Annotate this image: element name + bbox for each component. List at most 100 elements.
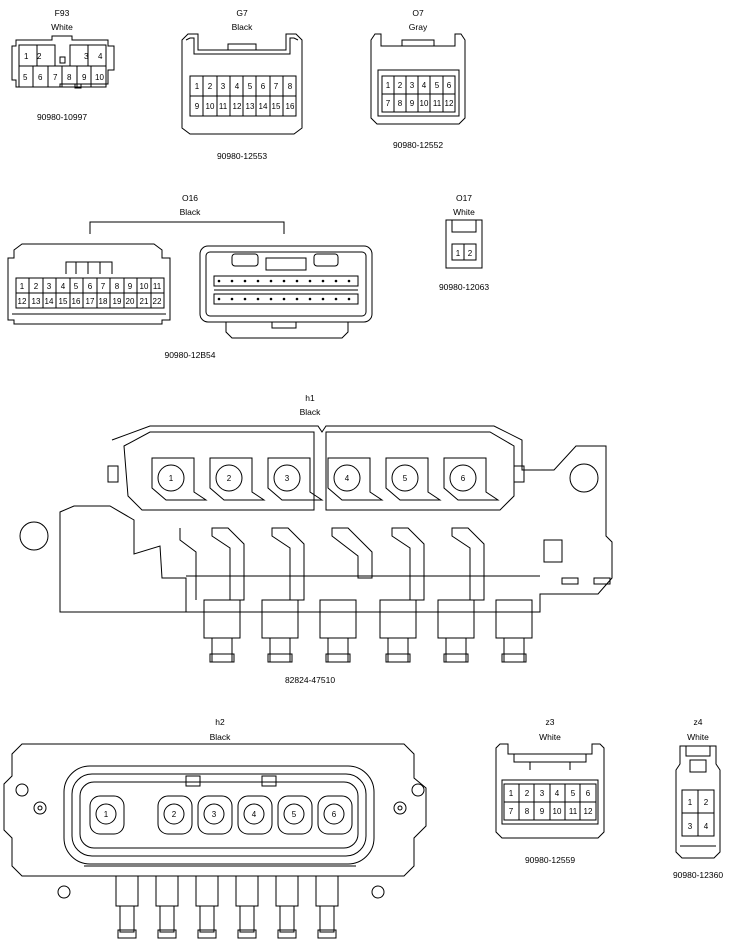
o16-pin-2: 2 [34,282,39,291]
g7-pin-3: 3 [221,82,226,91]
o17-pin-1: 1 [456,249,461,258]
h1-terminal-arms [179,527,485,601]
g7-name: G7 [236,8,248,18]
o16-pin-18: 18 [99,297,108,306]
g7-color: Black [232,22,254,32]
f93-pin-3: 3 [84,52,89,61]
h1-pin-bosses [151,457,500,501]
connector-o16: O16 Black 1 2 3 4 5 6 7 8 9 10 11 12 13 … [7,193,373,360]
h2-pin-6: 6 [332,810,337,819]
z4-pin-3: 3 [688,822,693,831]
connector-f93: F93 White 1 2 3 4 5 6 7 8 9 10 90980-109… [11,8,115,122]
f93-pin-7: 7 [53,73,58,82]
h1-pin-6: 6 [461,474,466,483]
h1-pin-2: 2 [227,474,232,483]
o16-pin-5: 5 [74,282,79,291]
o7-pin-2: 2 [398,81,403,90]
g7-pin-10: 10 [206,102,215,111]
z3-pin-4: 4 [555,789,560,798]
f93-color: White [51,22,73,32]
h2-name: h2 [215,717,225,727]
o7-pin-7: 7 [386,99,391,108]
h1-name: h1 [305,393,315,403]
o16-pin-8: 8 [115,282,120,291]
f93-pin-10: 10 [95,73,104,82]
h2-pin-bosses [89,795,353,835]
z3-pin-10: 10 [553,807,562,816]
o16-pin-20: 20 [126,297,135,306]
z3-color: White [539,732,561,742]
o7-name: O7 [412,8,424,18]
z3-pin-3: 3 [540,789,545,798]
f93-pin-8: 8 [67,73,72,82]
o7-pin-4: 4 [422,81,427,90]
h1-color: Black [300,407,322,417]
h1-terminal-sleeves [203,599,533,663]
z3-pin-2: 2 [525,789,530,798]
o16-pin-4: 4 [61,282,66,291]
g7-pin-2: 2 [208,82,213,91]
o16-pin-13: 13 [32,297,41,306]
h1-pin-1: 1 [169,474,174,483]
g7-pin-15: 15 [272,102,281,111]
o16-pin-21: 21 [140,297,149,306]
f93-part: 90980-10997 [37,112,87,122]
connector-z3: z3 White 1 2 3 4 5 6 7 8 9 10 11 12 9098… [495,717,605,865]
o16-pin-17: 17 [86,297,95,306]
o7-pin-6: 6 [447,81,452,90]
o16-pin-7: 7 [101,282,106,291]
o16-pin-15: 15 [59,297,68,306]
connector-o7: O7 Gray 1 2 3 4 5 6 7 8 9 10 11 12 90980… [370,8,466,150]
h1-pin-5: 5 [403,474,408,483]
g7-pin-5: 5 [248,82,253,91]
connector-h1: h1 Black 1 2 3 4 5 6 [19,393,613,685]
o16-pin-16: 16 [72,297,81,306]
z3-pin-7: 7 [509,807,514,816]
f93-pin-9: 9 [82,73,87,82]
o17-color: White [453,207,475,217]
g7-pin-11: 11 [219,102,228,111]
h2-pin-1: 1 [104,810,109,819]
f93-pin-4: 4 [98,52,103,61]
o16-pin-12: 12 [18,297,27,306]
f93-name: F93 [55,8,70,18]
h1-part: 82824-47510 [285,675,335,685]
o7-pin-5: 5 [435,81,440,90]
g7-pin-7: 7 [274,82,279,91]
z4-part: 90980-12360 [673,870,723,880]
z3-pin-12: 12 [584,807,593,816]
z3-pin-11: 11 [569,807,578,816]
connector-z4: z4 White 1 2 3 4 90980-12360 [673,717,723,880]
h2-pin-4: 4 [252,810,257,819]
o16-part: 90980-12B54 [164,350,215,360]
z3-pin-9: 9 [540,807,545,816]
o7-pin-12: 12 [445,99,454,108]
g7-pin-16: 16 [286,102,295,111]
h2-pin-3: 3 [212,810,217,819]
h1-pin-4: 4 [345,474,350,483]
o7-pin-3: 3 [410,81,415,90]
o16-name: O16 [182,193,198,203]
o7-pin-11: 11 [433,99,442,108]
g7-pin-1: 1 [195,82,200,91]
connector-o17: O17 White 1 2 90980-12063 [439,193,489,292]
o16-socket-dots [217,279,351,301]
o16-pin-9: 9 [128,282,133,291]
f93-pin-5: 5 [23,73,28,82]
z4-color: White [687,732,709,742]
h1-pin-3: 3 [285,474,290,483]
o16-pin-19: 19 [113,297,122,306]
f93-pin-2: 2 [37,52,42,61]
g7-pin-14: 14 [259,102,268,111]
g7-pin-4: 4 [235,82,240,91]
f93-pin-1: 1 [24,52,29,61]
g7-pin-12: 12 [233,102,242,111]
z4-pin-2: 2 [704,798,709,807]
g7-pin-9: 9 [195,102,200,111]
z3-part: 90980-12559 [525,855,575,865]
o17-part: 90980-12063 [439,282,489,292]
z4-pin-4: 4 [704,822,709,831]
connector-h2: h2 Black 1 2 3 4 5 6 [3,717,427,939]
o16-pin-22: 22 [153,297,162,306]
